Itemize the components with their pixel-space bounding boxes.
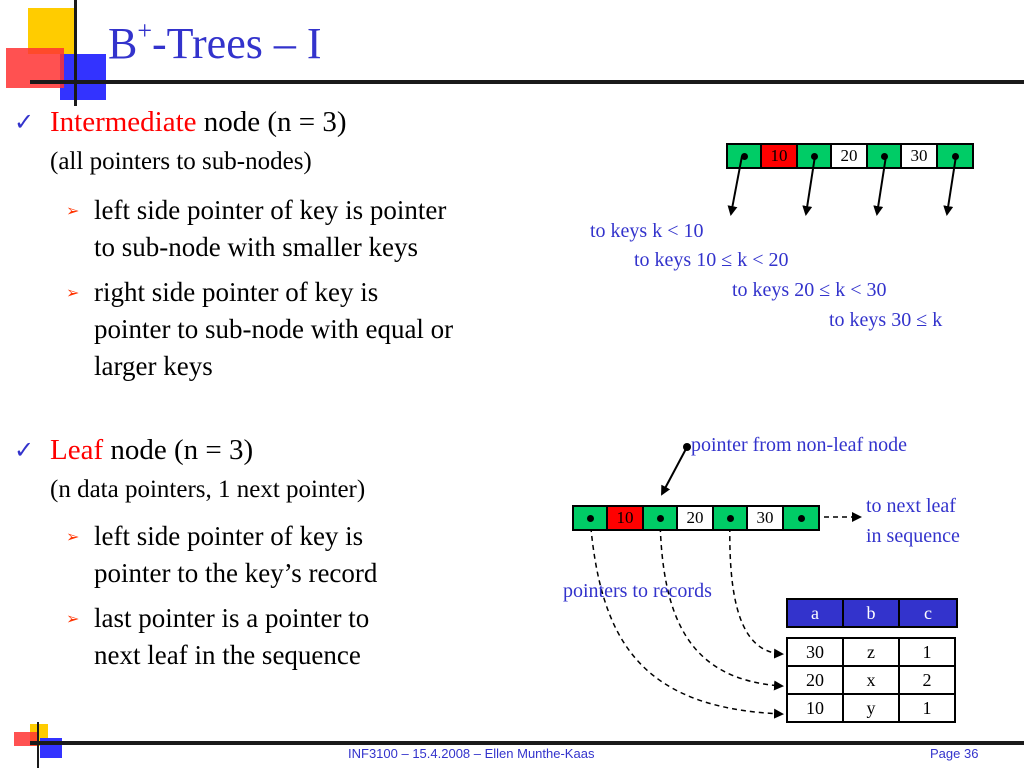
deco-vline [74, 0, 77, 106]
intermediate-node: 10 20 30 [726, 143, 974, 169]
record-table: 30 z 1 20 x 2 10 y 1 [786, 637, 956, 723]
pointer-arrow [727, 155, 743, 216]
arrow-bullet-icon: ➢ [66, 527, 80, 546]
checkmark-icon: ✓ [14, 436, 35, 464]
pointer-cell [574, 507, 608, 529]
key-cell: 30 [748, 507, 784, 529]
section1-heading: ✓ Intermediate node (n = 3) [14, 106, 347, 138]
pointer-cell [728, 145, 762, 167]
leaf-node: 10 20 30 [572, 505, 820, 531]
arrow-bullet-icon: ➢ [66, 609, 80, 628]
pointer-arrow [873, 155, 887, 216]
table-row: 20 x 2 [786, 665, 956, 695]
table-cell: x [842, 665, 900, 695]
table-cell: 30 [786, 637, 844, 667]
table-cell: 10 [786, 693, 844, 723]
table-cell: y [842, 693, 900, 723]
label-keys-ge-30: to keys 30 ≤ k [829, 309, 943, 331]
section2-subtitle: (n data pointers, 1 next pointer) [50, 476, 366, 503]
label-keys-10-20: to keys 10 ≤ k < 20 [634, 249, 789, 271]
record-pointer-arrow [729, 517, 784, 659]
pointer-arrow [943, 155, 957, 216]
label-keys-20-30: to keys 20 ≤ k < 30 [732, 279, 887, 301]
title-divider [30, 80, 1024, 84]
arrow-bullet-icon: ➢ [66, 201, 80, 220]
section2-heading: ✓ Leaf node (n = 3) [14, 434, 254, 466]
table-row: 10 y 1 [786, 693, 956, 723]
key-cell: 10 [608, 507, 644, 529]
table-cell: 20 [786, 665, 844, 695]
page-title: B+-Trees – I [108, 16, 322, 68]
key-cell: 30 [902, 145, 938, 167]
deco-square-blue [60, 54, 106, 100]
table-cell: z [842, 637, 900, 667]
table-cell: 2 [898, 665, 956, 695]
key-cell: 10 [762, 145, 798, 167]
record-pointer-arrow [659, 517, 784, 691]
table-cell: 1 [898, 637, 956, 667]
header-cell: b [844, 600, 900, 626]
pointer-from-nonleaf-arrow [661, 446, 688, 496]
pointer-arrow [802, 155, 816, 216]
pointer-cell [644, 507, 678, 529]
table-cell: 1 [898, 693, 956, 723]
record-pointer-arrow [589, 517, 784, 719]
header-cell: a [788, 600, 844, 626]
deco-square-yellow [28, 8, 74, 54]
key-cell: 20 [678, 507, 714, 529]
pointer-cell [784, 507, 818, 529]
key-cell: 20 [832, 145, 868, 167]
footer-divider [30, 741, 1024, 745]
arrow-bullet-icon: ➢ [66, 283, 80, 302]
section1-subtitle: (all pointers to sub-nodes) [50, 148, 312, 175]
label-keys-lt-10: to keys k < 10 [590, 220, 704, 242]
header-cell: c [924, 602, 932, 623]
page-number: Page 36 [930, 746, 979, 761]
record-table-header: a b c [786, 598, 958, 628]
footer-deco-vline [37, 722, 39, 768]
label-pointer-from-nonleaf: pointer from non-leaf node [691, 434, 908, 456]
label-pointers-to-records: pointers to records [563, 580, 712, 602]
pointer-origin-dot [683, 443, 691, 451]
checkmark-icon: ✓ [14, 108, 35, 136]
table-row: 30 z 1 [786, 637, 956, 667]
pointer-cell [714, 507, 748, 529]
footer-info: INF3100 – 15.4.2008 – Ellen Munthe-Kaas [348, 746, 595, 761]
